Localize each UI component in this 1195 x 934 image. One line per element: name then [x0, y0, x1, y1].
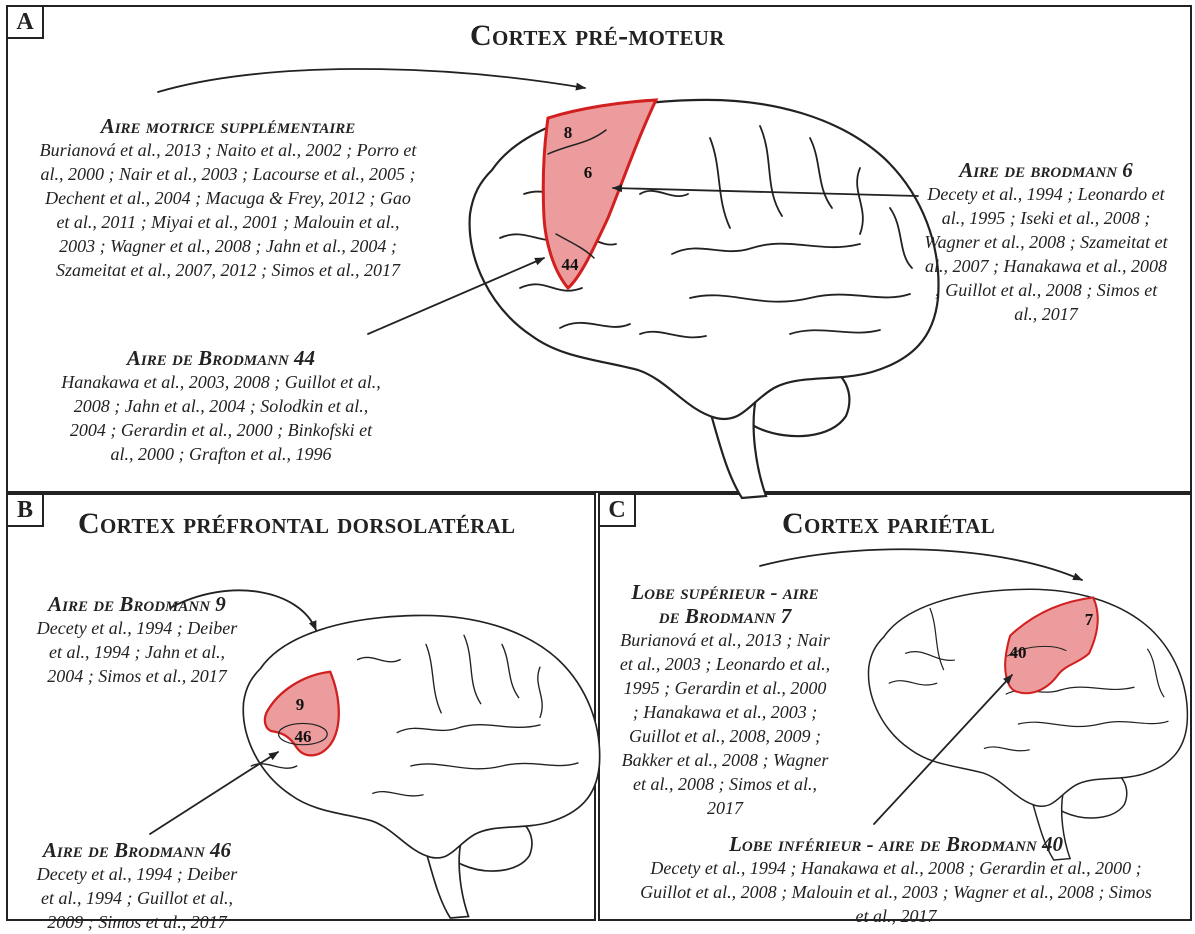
label-ba46-ref: Decety et al., 1994 ; Deiber [12, 862, 262, 886]
label-ba6-ref: Decety et al., 1994 ; Leonardo et [900, 182, 1192, 206]
label-ba44-ref: al., 2000 ; Grafton et al., 1996 [32, 442, 410, 466]
label-ba9-heading: Aire de Brodmann 9 [12, 592, 262, 616]
label-ba44-heading: Aire de Brodmann 44 [32, 346, 410, 370]
label-ba6-ref: ; Guillot et al., 2008 ; Simos et [900, 278, 1192, 302]
label-ba46-ref: et al., 1994 ; Guillot et al., [12, 886, 262, 910]
panel-a-title: Cortex pré-moteur [470, 19, 725, 53]
label-ba9-ref: et al., 1994 ; Jahn et al., [12, 640, 262, 664]
label-ba7-ref: Bakker et al., 2008 ; Wagner [598, 748, 852, 772]
label-ba7-ref: et al., 2003 ; Leonardo et al., [598, 652, 852, 676]
label-ba44-ref: 2008 ; Jahn et al., 2004 ; Solodkin et a… [32, 394, 410, 418]
label-ba7-ref: 1995 ; Gerardin et al., 2000 [598, 676, 852, 700]
label-ba9: Aire de Brodmann 9 Decety et al., 1994 ;… [12, 592, 262, 688]
label-ba40-ref: Decety et al., 1994 ; Hanakawa et al., 2… [604, 856, 1188, 880]
label-ba40-ref: Guillot et al., 2008 ; Malouin et al., 2… [604, 880, 1188, 904]
label-ba9-ref: Decety et al., 1994 ; Deiber [12, 616, 262, 640]
panel-b-title: Cortex préfrontal dorsolatéral [78, 507, 515, 541]
label-ams-ref: 2003 ; Wagner et al., 2008 ; Jahn et al.… [12, 234, 444, 258]
label-ba7-heading: de Brodmann 7 [598, 604, 852, 628]
label-ba6-ref: Wagner et al., 2008 ; Szameitat et [900, 230, 1192, 254]
label-ba6-ref: al., 2017 [900, 302, 1192, 326]
label-ams-heading: Aire motrice supplémentaire [12, 114, 444, 138]
label-ba46-ref: 2009 ; Simos et al., 2017 [12, 910, 262, 934]
panel-b-letter: B [8, 495, 44, 527]
label-ba7-heading: Lobe supérieur - aire [598, 580, 852, 604]
label-ams: Aire motrice supplémentaire Burianová et… [12, 114, 444, 282]
panel-a-letter: A [8, 7, 44, 39]
panel-c-letter: C [600, 495, 636, 527]
label-ba6-heading: Aire de brodmann 6 [900, 158, 1192, 182]
label-ams-ref: Burianová et al., 2013 ; Naito et al., 2… [12, 138, 444, 162]
label-ams-ref: Szameitat et al., 2007, 2012 ; Simos et … [12, 258, 444, 282]
label-ba9-ref: 2004 ; Simos et al., 2017 [12, 664, 262, 688]
label-ba44-ref: 2004 ; Gerardin et al., 2000 ; Binkofski… [32, 418, 410, 442]
panel-c-title: Cortex pariétal [782, 507, 995, 541]
label-ba7-ref: et al., 2008 ; Simos et al., [598, 772, 852, 796]
label-ba7-ref: Burianová et al., 2013 ; Nair [598, 628, 852, 652]
label-ba7-ref: ; Hanakawa et al., 2003 ; [598, 700, 852, 724]
label-ba46: Aire de Brodmann 46 Decety et al., 1994 … [12, 838, 262, 934]
label-ba44-ref: Hanakawa et al., 2003, 2008 ; Guillot et… [32, 370, 410, 394]
label-ba6-ref: al., 1995 ; Iseki et al., 2008 ; [900, 206, 1192, 230]
label-ams-ref: Dechent et al., 2004 ; Macuga & Frey, 20… [12, 186, 444, 210]
label-ba7: Lobe supérieur - aire de Brodmann 7 Buri… [598, 580, 852, 820]
label-ba40: Lobe inférieur - aire de Brodmann 40 Dec… [604, 832, 1188, 928]
label-ba46-heading: Aire de Brodmann 46 [12, 838, 262, 862]
label-ba6-ref: al., 2007 ; Hanakawa et al., 2008 [900, 254, 1192, 278]
label-ba7-ref: Guillot et al., 2008, 2009 ; [598, 724, 852, 748]
label-ba44: Aire de Brodmann 44 Hanakawa et al., 200… [32, 346, 410, 466]
label-ams-ref: et al., 2011 ; Miyai et al., 2001 ; Malo… [12, 210, 444, 234]
label-ams-ref: al., 2000 ; Nair et al., 2003 ; Lacourse… [12, 162, 444, 186]
label-ba7-ref: 2017 [598, 796, 852, 820]
label-ba40-heading: Lobe inférieur - aire de Brodmann 40 [604, 832, 1188, 856]
label-ba6: Aire de brodmann 6 Decety et al., 1994 ;… [900, 158, 1192, 326]
label-ba40-ref: et al., 2017 [604, 904, 1188, 928]
